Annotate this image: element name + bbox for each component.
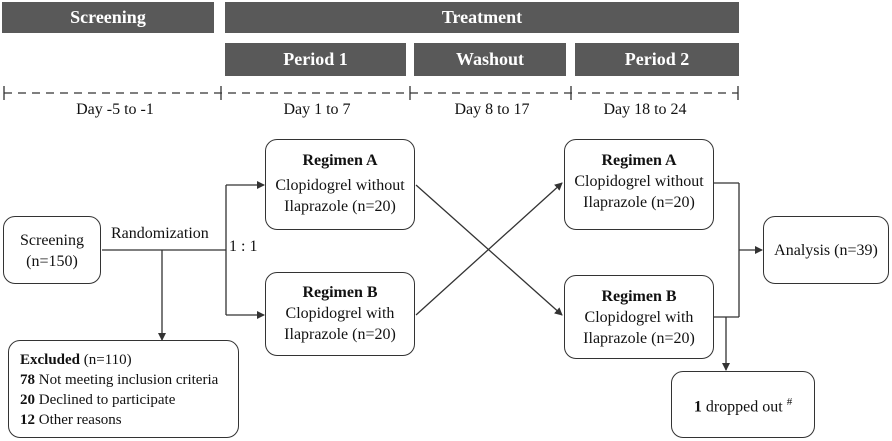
banner-screening: Screening	[2, 2, 214, 33]
day-period1: Day 1 to 7	[283, 101, 351, 118]
analysis-label: Analysis (n=39)	[774, 241, 878, 259]
banner-treatment-label: Treatment	[441, 7, 523, 27]
banner-washout: Washout	[414, 43, 566, 76]
dropout-text: 1 dropped out #	[694, 392, 792, 417]
reason-count: 12	[20, 412, 35, 428]
regimen-title: Regimen A	[302, 152, 378, 169]
day-screening: Day -5 to -1	[76, 101, 154, 118]
period1-regimen-a-box: Regimen A Clopidogrel without Ilaprazole…	[265, 139, 415, 230]
regimen-line2: Ilaprazole (n=20)	[583, 330, 695, 347]
regimen-title: Regimen A	[601, 152, 677, 169]
day-washout: Day 8 to 17	[454, 101, 530, 118]
day-period2: Day 18 to 24	[603, 101, 687, 118]
banner-period1: Period 1	[225, 43, 406, 76]
banner-period2-label: Period 2	[624, 49, 690, 69]
banner-period2: Period 2	[575, 43, 739, 76]
crossover-b-to-a	[415, 182, 563, 316]
excluded-title: Excluded	[20, 352, 81, 368]
excluded-reason: 78 Not meeting inclusion criteria	[20, 370, 238, 390]
ratio-label: 1 : 1	[229, 238, 258, 255]
excluded-count: (n=110)	[83, 352, 132, 368]
regimen-line1: Clopidogrel with	[584, 309, 694, 326]
banner-treatment: Treatment	[225, 2, 739, 33]
dropout-mark: #	[786, 395, 793, 408]
randomization-label: Randomization	[111, 225, 209, 242]
period2-regimen-b-box: Regimen B Clopidogrel with Ilaprazole (n…	[564, 275, 714, 359]
banner-period1-label: Period 1	[283, 49, 348, 69]
reason-text: Declined to participate	[38, 392, 176, 408]
regimen-title: Regimen B	[302, 284, 378, 301]
dropout-label: dropped out	[705, 398, 783, 416]
excluded-header: Excluded (n=110)	[20, 350, 238, 370]
excluded-reason: 12 Other reasons	[20, 410, 238, 430]
banner-screening-label: Screening	[70, 7, 146, 27]
excluded-reason: 20 Declined to participate	[20, 390, 238, 410]
regimen-line1: Clopidogrel without	[275, 177, 405, 194]
excluded-box: Excluded (n=110) 78 Not meeting inclusio…	[8, 340, 239, 438]
crossover-a-to-b	[415, 184, 563, 316]
regimen-line1: Clopidogrel with	[285, 305, 395, 322]
regimen-line2: Ilaprazole (n=20)	[284, 198, 396, 215]
period1-regimen-b-box: Regimen B Clopidogrel with Ilaprazole (n…	[265, 272, 415, 356]
screening-box: Screening (n=150)	[3, 216, 101, 284]
regimen-line1: Clopidogrel without	[574, 173, 704, 190]
screening-box-count: (n=150)	[26, 253, 78, 270]
reason-text: Not meeting inclusion criteria	[38, 372, 219, 388]
analysis-box: Analysis (n=39)	[763, 216, 889, 284]
regimen-line2: Ilaprazole (n=20)	[284, 326, 396, 343]
reason-count: 78	[20, 372, 35, 388]
reason-text: Other reasons	[38, 412, 122, 428]
screening-box-label: Screening	[20, 232, 84, 249]
dropout-count: 1	[693, 398, 702, 416]
banner-washout-label: Washout	[455, 49, 525, 69]
regimen-title: Regimen B	[601, 288, 677, 305]
period2-regimen-a-box: Regimen A Clopidogrel without Ilaprazole…	[564, 139, 714, 230]
dropout-box: 1 dropped out #	[671, 371, 815, 438]
reason-count: 20	[20, 392, 35, 408]
regimen-line2: Ilaprazole (n=20)	[583, 194, 695, 211]
